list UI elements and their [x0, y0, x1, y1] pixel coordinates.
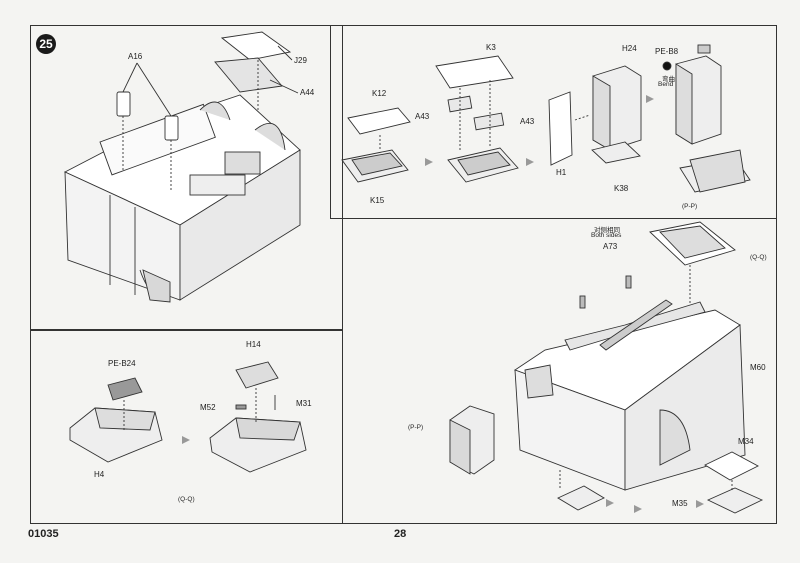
label-a16: A16: [128, 52, 143, 61]
panel-k-frame: [330, 25, 777, 219]
h1-part: [548, 91, 573, 166]
arrow-6: [696, 500, 704, 508]
a16-part-left: [116, 91, 131, 117]
arrow-3: [646, 95, 654, 103]
label-k-ref: (P-P): [682, 203, 698, 210]
m52-part: [235, 404, 247, 410]
step-number: 25: [39, 37, 53, 51]
page-right-frame: [342, 218, 777, 524]
arrow-4: [182, 436, 190, 444]
arrow-2: [526, 158, 534, 166]
panel-h-frame: [30, 329, 343, 524]
j29-part: [220, 31, 292, 61]
a16-part-right: [164, 115, 179, 141]
label-m52: M52: [200, 403, 216, 412]
label-a43-left: A43: [415, 112, 430, 121]
label-a43-right: A43: [520, 117, 535, 126]
k38-part: [591, 141, 641, 164]
label-m35: M35: [672, 499, 688, 508]
hull-drawing: [63, 94, 301, 303]
a43-right-part: [473, 112, 505, 131]
footer-code: 01035: [28, 528, 59, 540]
panel-main-frame: [30, 25, 343, 331]
k3-part: [435, 55, 514, 89]
label-both-sides: Both sides: [591, 232, 622, 239]
arrow-5: [606, 499, 614, 507]
arrow-7: [634, 505, 642, 513]
label-a73: A73: [603, 242, 618, 251]
a44-part: [214, 57, 283, 93]
label-j29: J29: [294, 56, 307, 65]
m34-part: [704, 451, 759, 481]
label-k3: K3: [486, 43, 496, 52]
label-pe-b8: PE-B8: [655, 47, 679, 56]
a73-part-left: [579, 295, 586, 309]
label-pe-b24: PE-B24: [108, 359, 136, 368]
label-k15: K15: [370, 196, 385, 205]
label-h4: H4: [94, 470, 105, 479]
label-h1: H1: [556, 168, 567, 177]
pe-b24-part: [107, 377, 143, 401]
step-number-badge: 25: [36, 34, 56, 54]
label-pp: (P-P): [408, 424, 424, 431]
label-h-ref: (Q-Q): [178, 496, 195, 503]
label-qq: (Q-Q): [750, 254, 767, 261]
arrow-1: [425, 158, 433, 166]
h14-part: [235, 361, 279, 389]
footer-page-number: 28: [394, 528, 407, 540]
label-m60: M60: [750, 363, 766, 372]
label-m34: M34: [738, 437, 754, 446]
bend-icon: [662, 61, 672, 71]
label-k12: K12: [372, 89, 387, 98]
label-m31: M31: [296, 399, 312, 408]
label-bend: Bend: [658, 81, 674, 88]
m35-part: [706, 487, 764, 514]
pe-b8-part: [697, 44, 711, 54]
label-bend-cn: 弯曲: [662, 76, 675, 83]
label-k38: K38: [614, 184, 629, 193]
label-a44: A44: [300, 88, 315, 97]
a43-left-part: [447, 95, 473, 113]
m60-part: [599, 299, 673, 351]
k12-part: [347, 107, 411, 135]
label-h14: H14: [246, 340, 261, 349]
a73-part-right: [625, 275, 632, 289]
label-both-sides-cn: 对侧相同: [594, 227, 620, 234]
label-h24: H24: [622, 44, 637, 53]
